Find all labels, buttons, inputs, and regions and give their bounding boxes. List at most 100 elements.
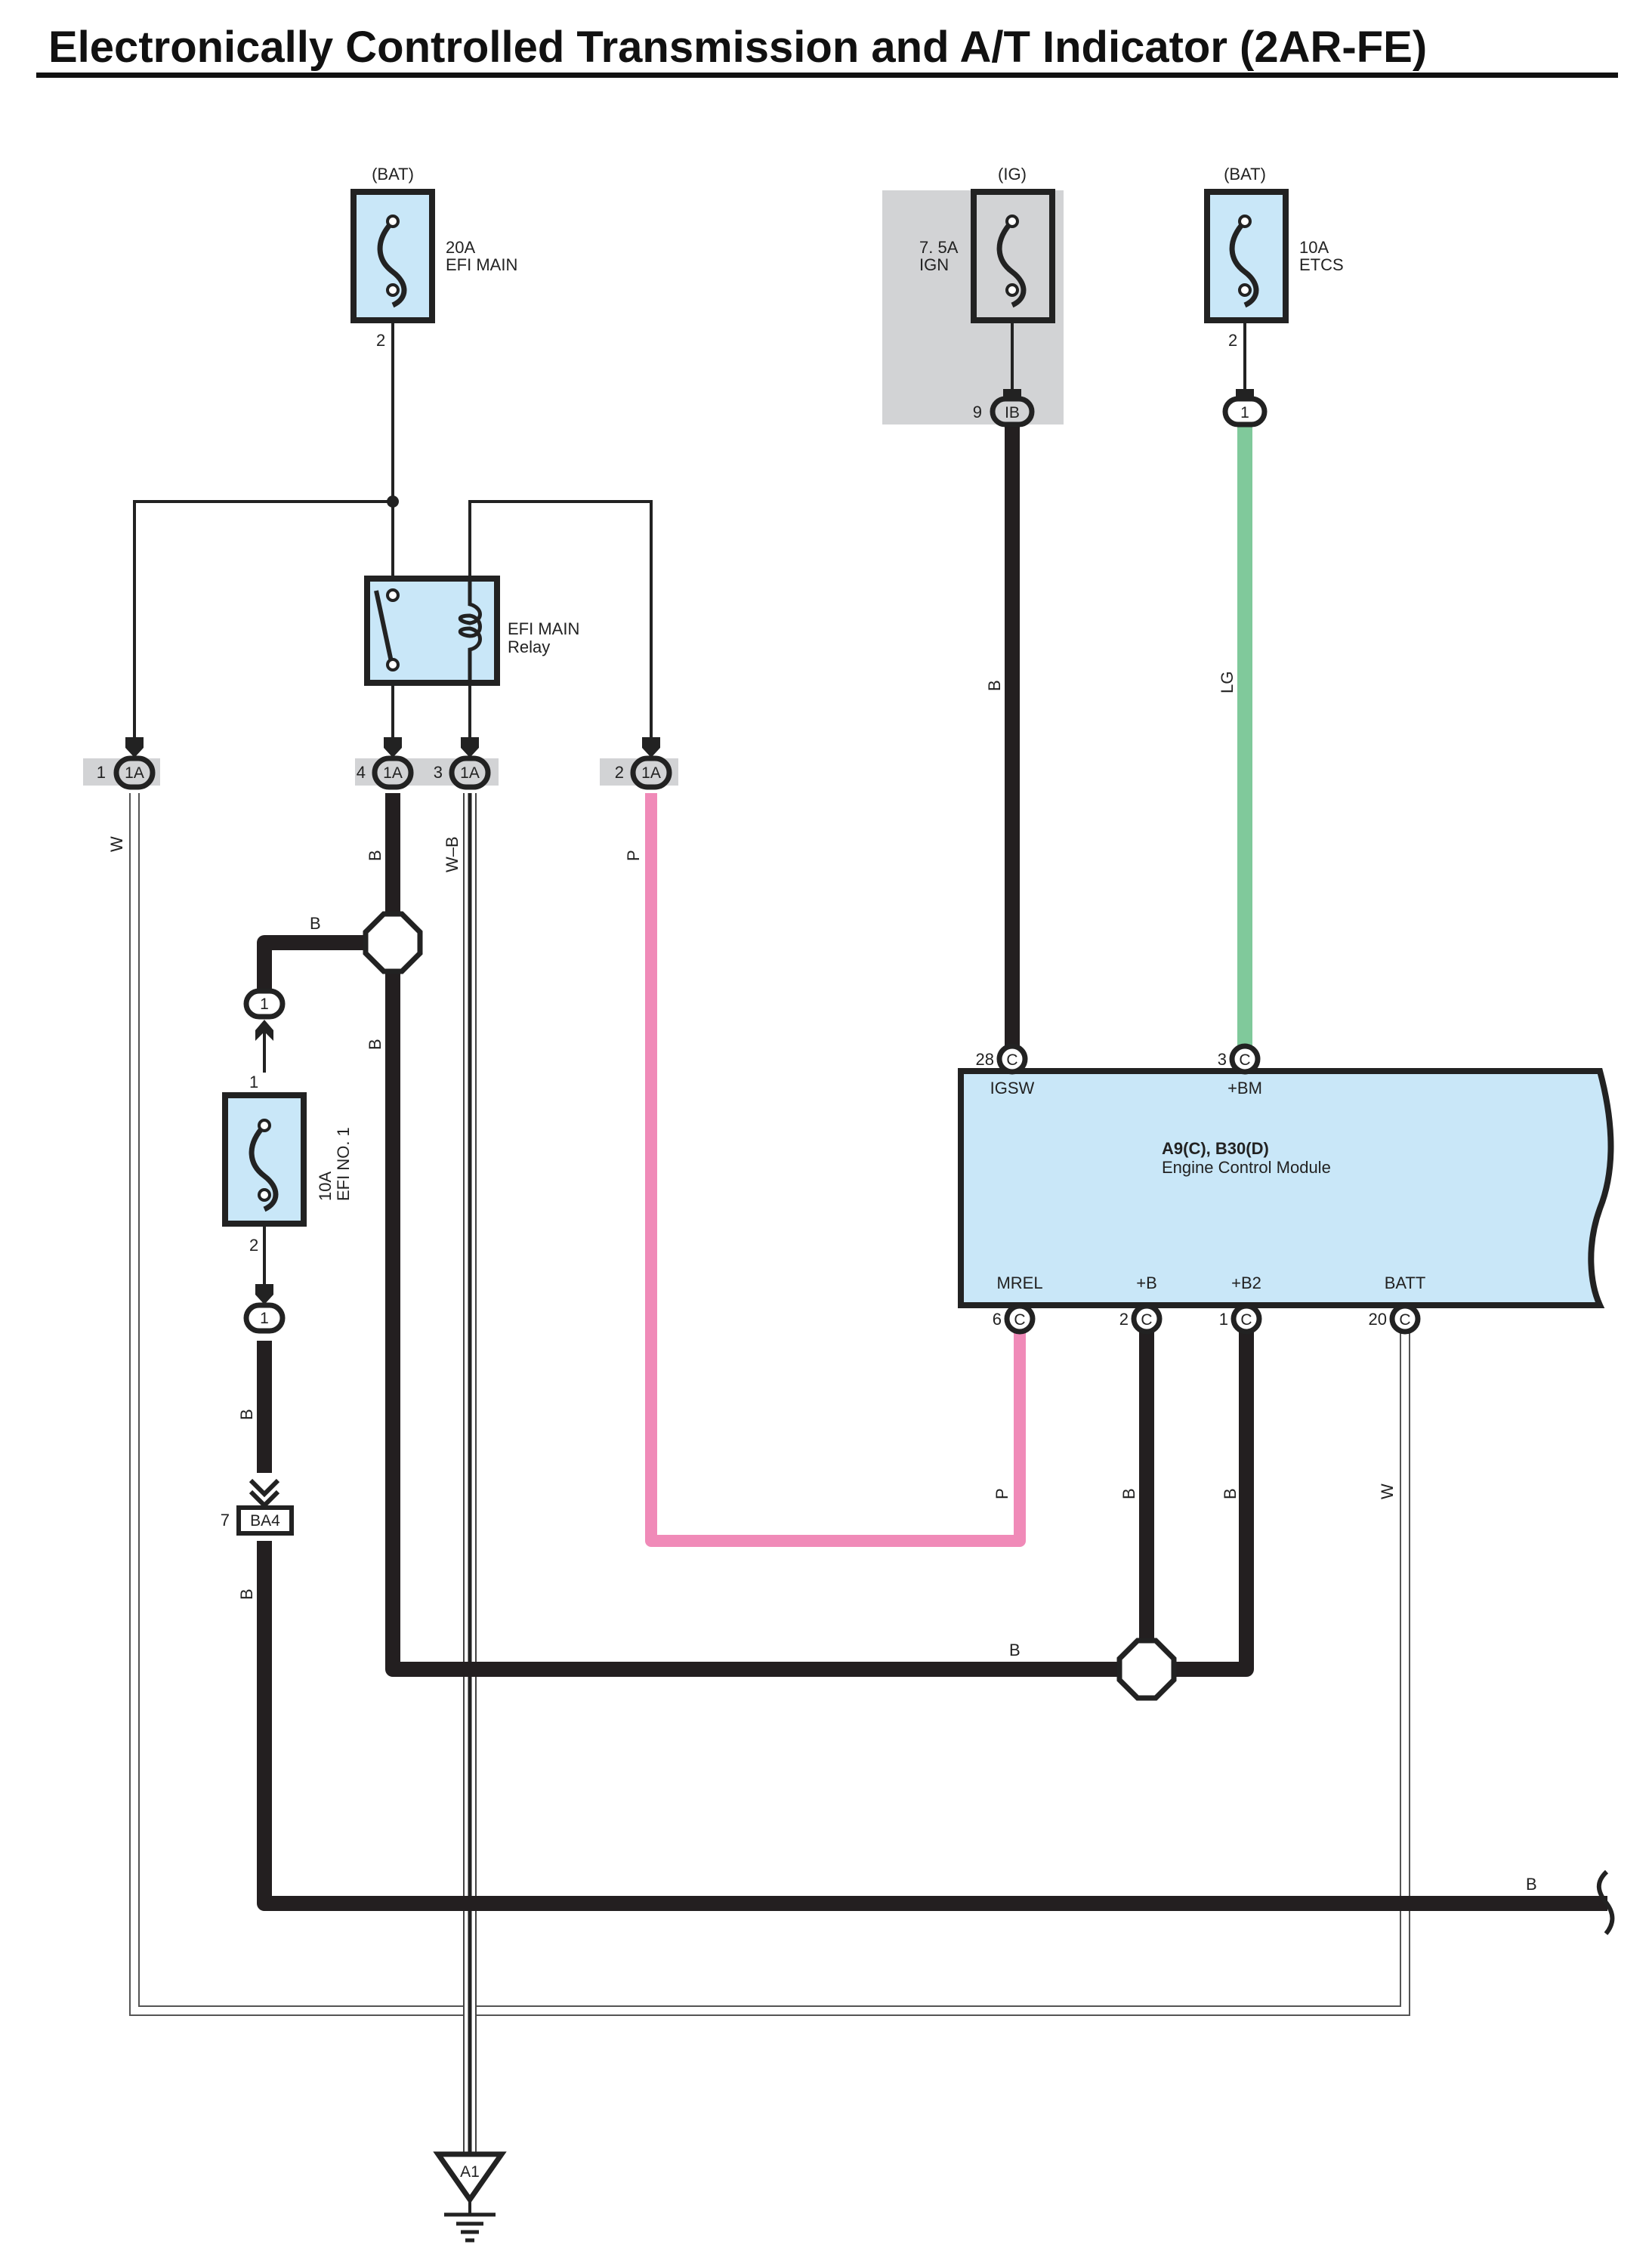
svg-text:1A: 1A	[641, 764, 661, 782]
wire-label: B	[985, 680, 1004, 691]
svg-text:1: 1	[260, 1310, 269, 1327]
title-rule	[36, 73, 1618, 78]
connector-efi1-top: 1	[243, 988, 286, 1041]
ecm-ref: A9(C), B30(D)	[1162, 1139, 1269, 1158]
engine-control-module: A9(C), B30(D) Engine Control Module C 28I…	[958, 1043, 1614, 1335]
arrow-down-icon	[384, 737, 402, 758]
wire-label: W	[1378, 1483, 1397, 1499]
connector-1a-pin1: 1A 1	[97, 737, 156, 790]
page-title: Electronically Controlled Transmission a…	[48, 23, 1427, 72]
svg-text:1: 1	[260, 996, 269, 1013]
wire-label: P	[993, 1488, 1011, 1499]
fuse-ign-source: (IG)	[998, 165, 1027, 184]
wire-label: B	[366, 850, 384, 861]
arrow-up-icon	[255, 1020, 273, 1041]
wire-b-trunk	[257, 793, 1607, 1911]
ecm-name: Engine Control Module	[1162, 1158, 1331, 1177]
ecm-signal-label: IGSW	[990, 1079, 1035, 1097]
svg-text:1: 1	[1240, 404, 1249, 421]
svg-text:1A: 1A	[383, 764, 403, 782]
ecm-terminal-mrel: C6 MREL	[993, 1273, 1043, 1335]
svg-text:2: 2	[1119, 1310, 1129, 1329]
svg-text:6: 6	[993, 1310, 1002, 1329]
svg-text:C: C	[1240, 1311, 1252, 1329]
wire-label: B	[310, 914, 321, 933]
splice-point-upper	[363, 911, 423, 974]
wire-label: B	[1526, 1875, 1537, 1894]
thin-wires	[133, 295, 1246, 1295]
wire-label: B	[1221, 1488, 1240, 1499]
connector-etcs-out: 1	[1222, 389, 1268, 428]
fuse-efi-no1-body	[222, 1092, 307, 1227]
connector-ba4: BA4 7	[221, 1478, 294, 1536]
ecm-terminal-bm: C3+BM	[1218, 1043, 1262, 1097]
fuse-ign: (IG) 7. 5A IGN	[919, 165, 1055, 323]
fuse-etcs-rating: 10A	[1299, 238, 1329, 257]
wire-to-1a1	[133, 500, 393, 748]
svg-text:IB: IB	[1005, 404, 1020, 421]
relay-coil-icon	[458, 579, 482, 683]
ground-a1: A1	[433, 2151, 507, 2243]
fuse-icon	[377, 219, 407, 308]
ground-connector-icon	[433, 2151, 507, 2205]
arrow-down-icon	[125, 737, 144, 758]
wire-p-mrel	[645, 793, 1026, 1547]
fuse-etcs: (BAT) 10A ETCS 2	[1204, 165, 1344, 350]
ecm-signal-label: +B	[1136, 1273, 1157, 1292]
fuse-efi-main: (BAT) 20A EFI MAIN 2	[350, 165, 517, 350]
svg-text:C: C	[1239, 1051, 1250, 1069]
splice-point-lower	[1116, 1638, 1177, 1701]
svg-text:2: 2	[249, 1236, 258, 1255]
relay-label-1: EFI MAIN	[508, 619, 579, 638]
fuse-efi-main-body	[350, 189, 435, 323]
wire-label: B	[1009, 1641, 1021, 1659]
wire-label: B	[1119, 1488, 1138, 1499]
svg-text:BA4: BA4	[250, 1512, 280, 1530]
svg-text:28: 28	[976, 1050, 994, 1069]
wire-label: LG	[1218, 671, 1237, 693]
fuse-efi-no1-name: EFI NO. 1	[334, 1127, 353, 1201]
arrow-down-icon	[461, 737, 479, 758]
arrow-down-icon	[255, 1284, 273, 1304]
svg-text:2: 2	[615, 763, 624, 782]
fuse-efi-no1-rating: 10A	[316, 1172, 335, 1201]
ecm-terminal-b2: C1+B2	[1219, 1273, 1262, 1335]
svg-text:7: 7	[221, 1511, 230, 1530]
svg-text:C: C	[1399, 1311, 1410, 1329]
ecm-signal-label: +B2	[1231, 1273, 1261, 1292]
svg-text:20: 20	[1369, 1310, 1387, 1329]
svg-text:C: C	[1006, 1051, 1017, 1069]
svg-text:C: C	[1141, 1311, 1152, 1329]
ecm-terminal-b: C2 +B	[1119, 1273, 1163, 1335]
relay-switch-icon	[374, 590, 394, 662]
svg-text:3: 3	[1218, 1050, 1227, 1069]
double-arrow-icon	[249, 1478, 280, 1509]
wire-label: B	[237, 1409, 256, 1420]
wire-label: W–B	[443, 836, 462, 872]
fuse-etcs-body	[1204, 189, 1289, 323]
relay-label-2: Relay	[508, 638, 550, 656]
connector-ib: IB 9	[973, 389, 1035, 428]
fuse-icon	[996, 219, 1027, 308]
connector-1a-pin2: 1A 2	[615, 737, 672, 790]
connector-efi1-bottom: 1	[243, 1284, 286, 1334]
wire-labels: W B W–B P B B B LG B B P B B W B B	[107, 671, 1537, 1894]
fuse-efi-no1: 1 10A EFI NO. 1 2	[222, 1073, 353, 1255]
svg-text:A1: A1	[460, 2163, 480, 2181]
fuse-ign-name: IGN	[919, 255, 949, 274]
ecm-signal-label: MREL	[996, 1273, 1042, 1292]
wire-label: B	[237, 1588, 256, 1600]
fuse-etcs-name: ETCS	[1299, 255, 1344, 274]
wire-label: W	[107, 836, 126, 852]
svg-text:1: 1	[1219, 1310, 1228, 1329]
fuse-ign-body	[971, 189, 1055, 323]
fuse-etcs-pin: 2	[1228, 331, 1237, 350]
svg-text:1A: 1A	[460, 764, 480, 782]
fuse-icon	[249, 1123, 279, 1212]
svg-text:3: 3	[434, 763, 443, 782]
svg-text:C: C	[1014, 1311, 1025, 1329]
wire-label: P	[624, 850, 643, 861]
